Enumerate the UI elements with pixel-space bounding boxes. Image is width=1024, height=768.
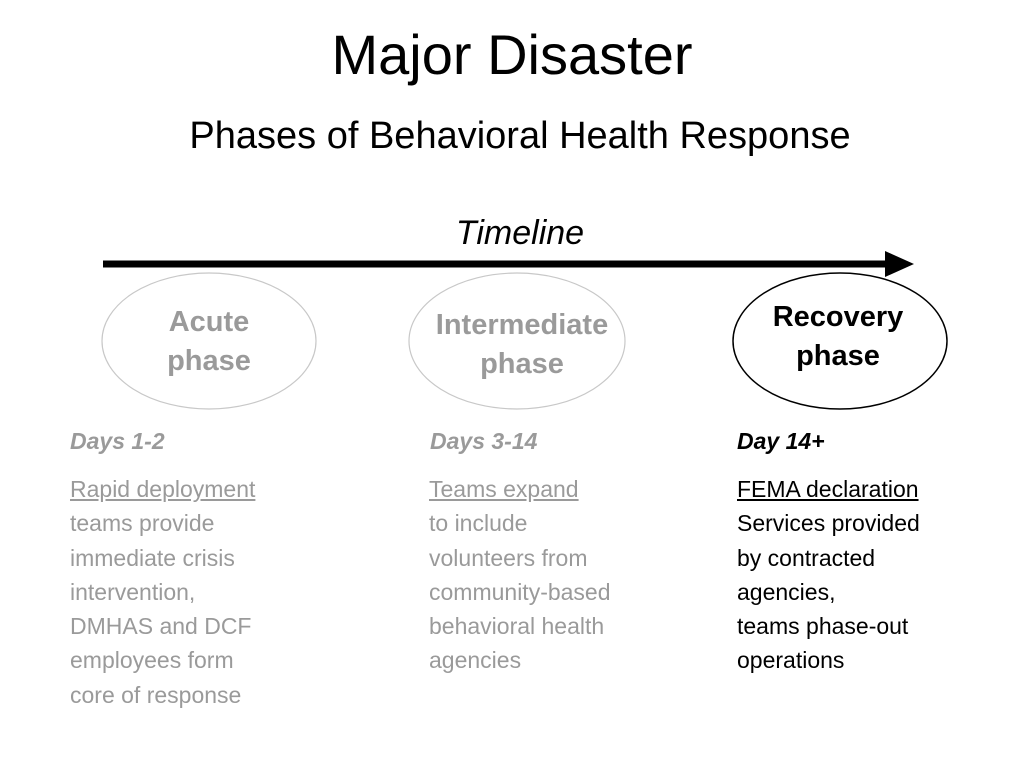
recovery-desc-line: by contracted xyxy=(737,544,876,571)
recovery-desc-line: teams phase-out xyxy=(737,613,909,640)
intermediate-desc-line: behavioral health xyxy=(429,613,605,640)
intermediate-desc-line: agencies xyxy=(429,647,522,674)
page-title: Major Disaster xyxy=(331,23,693,86)
acute-phase-label: Acute phase xyxy=(109,303,309,381)
acute-desc-line: employees form xyxy=(70,647,234,674)
timeline-label: Timeline xyxy=(455,214,585,252)
intermediate-desc-line: volunteers from xyxy=(429,544,588,571)
recovery-phase-label-line-2: phase xyxy=(796,340,880,373)
intermediate-phase-label: Intermediate phase xyxy=(412,306,632,384)
acute-desc-line: intervention, xyxy=(70,578,196,605)
recovery-desc-line: operations xyxy=(737,647,845,674)
page-subtitle: Phases of Behavioral Health Response xyxy=(189,115,851,157)
acute-phase-ellipse xyxy=(101,272,317,410)
acute-desc-line: immediate crisis xyxy=(70,544,235,571)
acute-description: Rapid deployment teams provide immediate… xyxy=(70,472,255,712)
intermediate-phase-label-line-2: phase xyxy=(480,348,564,381)
intermediate-desc-line: community-based xyxy=(429,578,611,605)
recovery-phase-label: Recovery phase xyxy=(738,298,938,376)
intermediate-phase-ellipse xyxy=(408,272,626,410)
acute-desc-line: Rapid deployment xyxy=(70,476,256,502)
intermediate-days-label: Days 3-14 xyxy=(430,428,538,454)
recovery-desc-line: agencies, xyxy=(737,578,836,605)
recovery-description: FEMA declaration Services provided by co… xyxy=(737,472,920,678)
intermediate-phase-label-line-1: Intermediate xyxy=(435,309,609,341)
recovery-days-label: Day 14+ xyxy=(737,428,825,454)
intermediate-description: Teams expand to include volunteers from … xyxy=(429,472,611,678)
acute-desc-line: DMHAS and DCF xyxy=(70,613,252,640)
intermediate-desc-line: Teams expand xyxy=(429,476,579,502)
recovery-phase-label-line-1: Recovery xyxy=(772,301,904,333)
acute-phase-label-line-2: phase xyxy=(167,345,251,378)
acute-phase-label-line-1: Acute xyxy=(168,306,250,338)
recovery-desc-line: FEMA declaration xyxy=(737,476,919,502)
acute-desc-line: core of response xyxy=(70,681,242,708)
intermediate-desc-line: to include xyxy=(429,510,528,537)
recovery-phase-ellipse xyxy=(732,272,948,410)
acute-desc-line: teams provide xyxy=(70,510,215,537)
timeline-arrow-head xyxy=(885,251,914,277)
recovery-desc-line: Services provided xyxy=(737,510,920,537)
acute-days-label: Days 1-2 xyxy=(70,428,165,454)
